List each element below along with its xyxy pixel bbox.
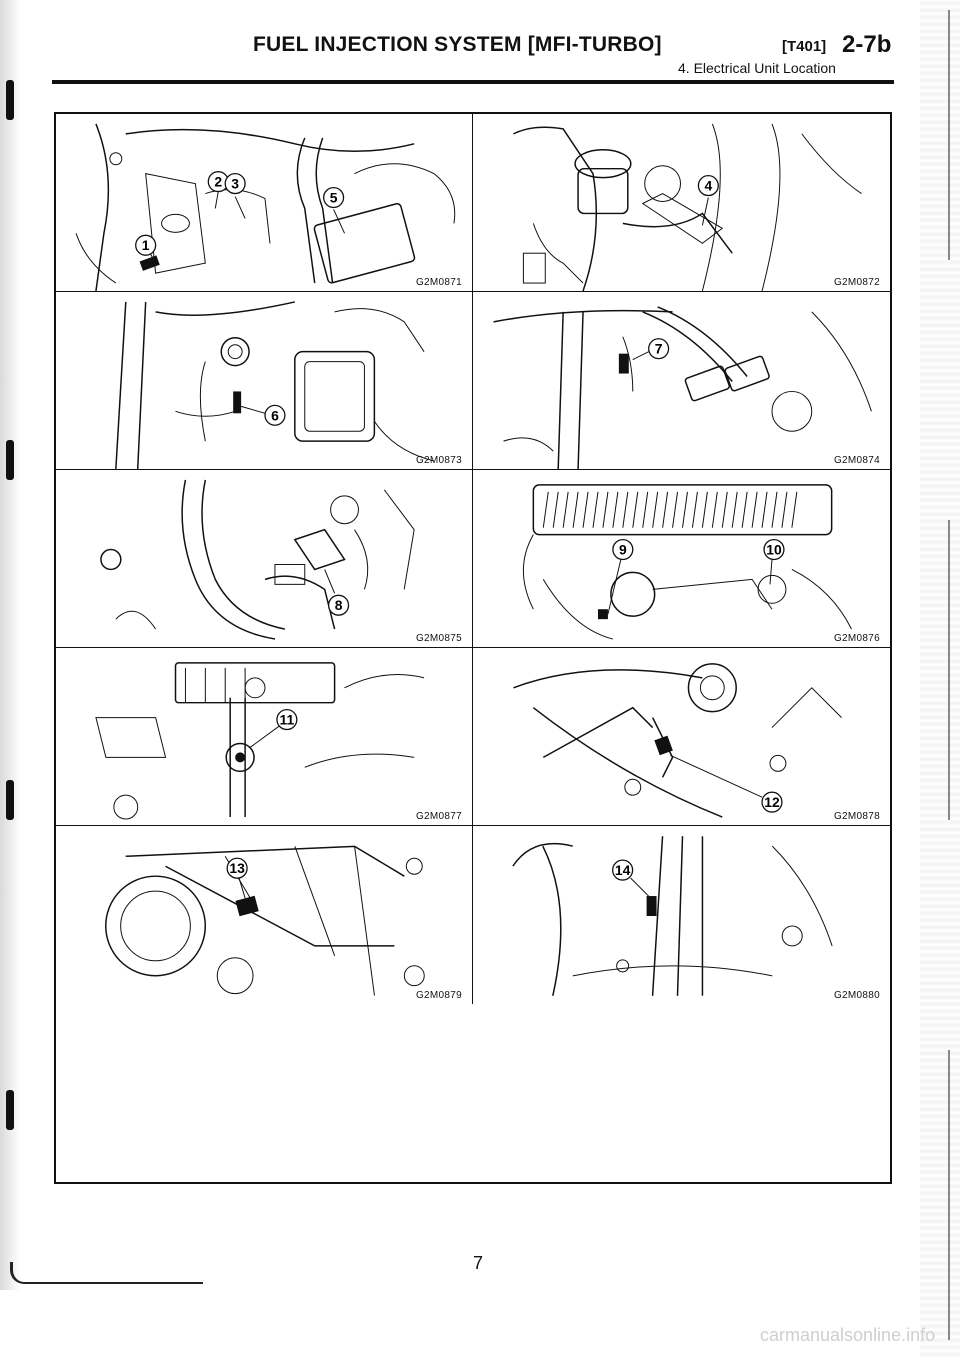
- figure-panel: 9 10 G2M0876: [473, 470, 890, 648]
- callout-number: 1: [142, 237, 150, 253]
- figure-code: G2M0877: [415, 811, 462, 822]
- figure-panel: 12 G2M0878: [473, 648, 890, 826]
- callout-number: 13: [229, 860, 245, 876]
- scan-mark: [6, 1090, 14, 1130]
- engine-bay-illustration: 4: [513, 123, 862, 291]
- figure-panel: 6 G2M0873: [56, 292, 473, 470]
- callout-number: 12: [764, 794, 780, 810]
- engine-bay-illustration: 9 10: [522, 484, 852, 640]
- figure-panel: 7 G2M0874: [473, 292, 890, 470]
- section-subtitle: 4. Electrical Unit Location: [678, 60, 836, 76]
- engine-bay-illustration: 12: [513, 663, 842, 818]
- page-number: 7: [473, 1253, 484, 1273]
- callout-number: 9: [619, 542, 627, 558]
- engine-bay-illustration: 8: [100, 479, 415, 640]
- callout-number: 2: [214, 174, 222, 190]
- callout-number: 3: [231, 176, 239, 192]
- figure-code: G2M0875: [415, 633, 462, 644]
- callout-number: 6: [271, 407, 279, 423]
- callout-number: 10: [766, 542, 782, 558]
- engine-bay-illustration: 11: [95, 662, 425, 820]
- engine-bay-illustration: 13: [105, 845, 425, 996]
- figure-panel: 8 G2M0875: [56, 470, 473, 648]
- figure-code: G2M0871: [415, 277, 462, 288]
- scan-corner-mark: [10, 1262, 203, 1284]
- intercooler-fins: [542, 491, 798, 528]
- scan-mark: [6, 440, 14, 480]
- figure-code: G2M0880: [833, 990, 880, 1001]
- figure-code: G2M0872: [833, 277, 880, 288]
- figure-panel: 1 2 3 5 G2M0871: [56, 114, 473, 292]
- scan-line: [948, 1050, 950, 1340]
- page-title: FUEL INJECTION SYSTEM [MFI-TURBO]: [253, 33, 662, 56]
- callout-number: 8: [335, 597, 343, 613]
- page-code: 2-7b: [842, 31, 892, 58]
- figure-code: G2M0873: [415, 455, 462, 466]
- scan-left-edge: [0, 0, 20, 1290]
- engine-bay-illustration: 7: [493, 306, 872, 469]
- figure-panel: 13 G2M0879: [56, 826, 473, 1004]
- figure-panel: 14 G2M0880: [473, 826, 890, 1004]
- callout-number: 5: [330, 190, 338, 206]
- watermark: carmanualsonline.info: [760, 1325, 936, 1345]
- figure-code: G2M0879: [415, 990, 462, 1001]
- figure-panel: 4 G2M0872: [473, 114, 890, 292]
- scan-mark: [6, 780, 14, 820]
- scan-line: [948, 520, 950, 820]
- figure-grid: 1 2 3 5 G2M0871 4 G2M0872: [54, 112, 892, 1184]
- figure-code: G2M0874: [833, 455, 880, 466]
- scan-right-edge: [920, 0, 960, 1358]
- figure-panel: 11 G2M0877: [56, 648, 473, 826]
- callout-number: 11: [280, 712, 295, 728]
- header-rule: [52, 80, 894, 84]
- callout-number: 4: [704, 178, 712, 194]
- engine-bay-illustration: 6: [115, 301, 435, 469]
- scan-line: [948, 10, 950, 260]
- callout-number: 7: [655, 341, 663, 357]
- figure-code: G2M0878: [833, 811, 880, 822]
- section-code: [T401]: [782, 38, 827, 55]
- engine-bay-illustration: 14: [512, 836, 833, 996]
- engine-bay-illustration: 1 2 3 5: [75, 123, 456, 291]
- callout-number: 14: [615, 862, 631, 878]
- figure-code: G2M0876: [833, 633, 880, 644]
- scan-mark: [6, 80, 14, 120]
